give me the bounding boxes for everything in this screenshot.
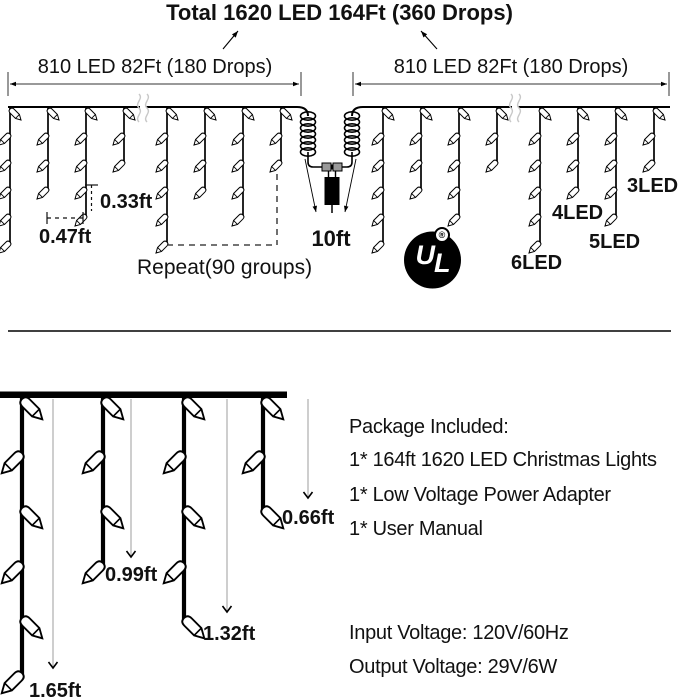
led-bulb-icon — [407, 185, 424, 202]
drop-type-label-4led: 4LED — [552, 202, 604, 224]
led-bulb-icon — [34, 185, 51, 202]
ul-letter-l: L — [434, 248, 450, 278]
led-bulb-icon — [602, 212, 619, 229]
led-bulb-icon — [78, 558, 108, 588]
led-bulb-icon — [191, 185, 208, 202]
lead-wire-length-label: 10ft — [311, 226, 351, 251]
led-bulb-icon — [110, 158, 127, 175]
led-bulb-icon — [229, 212, 246, 229]
led-bulb-icon — [445, 212, 462, 229]
drop-length-label-4: 0.66ft — [282, 507, 335, 529]
output-voltage-spec: Output Voltage: 29V/6W — [349, 656, 557, 678]
drop-type-label-6led: 6LED — [511, 252, 563, 274]
input-voltage-spec: Input Voltage: 120V/60Hz — [349, 622, 569, 644]
page-title: Total 1620 LED 164Ft (360 Drops) — [166, 0, 513, 25]
drop-measure-arrows — [47, 399, 314, 670]
led-bulb-icon — [483, 158, 500, 175]
diagram-artwork — [0, 30, 671, 698]
registered-trademark-icon: ® — [434, 227, 450, 243]
section-dimension-lines — [7, 72, 670, 96]
title-pointer-arrows — [222, 30, 438, 50]
led-spacing-label: 0.33ft — [100, 191, 153, 213]
drop-length-label-2: 0.99ft — [105, 564, 158, 586]
repeat-group-outline — [167, 174, 278, 246]
drop-length-label-3: 1.32ft — [203, 623, 256, 645]
drop-type-label-3led: 3LED — [627, 175, 679, 197]
spacing-dimensions — [46, 184, 98, 224]
left-light-string — [0, 93, 309, 256]
left-section-dimension-label: 810 LED 82Ft (180 Drops) — [37, 56, 273, 78]
drop-spacing-label: 0.47ft — [39, 226, 92, 248]
drop-length-label-1: 1.65ft — [29, 680, 82, 700]
package-item-lights: 1* 164ft 1620 LED Christmas Lights — [349, 449, 657, 471]
led-bulb-icon — [267, 158, 284, 175]
package-included-heading: Package Included: — [349, 416, 509, 438]
ul-certification-text: UL — [404, 240, 461, 278]
ul-letter-u: U — [415, 240, 435, 270]
repeat-label: Repeat(90 groups) — [137, 256, 313, 279]
power-lead — [299, 111, 361, 213]
led-bulb-icon — [640, 158, 657, 175]
closeup-light-string — [0, 391, 288, 698]
led-bulb-icon — [564, 185, 581, 202]
right-light-string — [351, 93, 670, 256]
led-bulb-icon — [369, 239, 386, 256]
led-bulb-icon — [0, 239, 13, 256]
package-item-manual: 1* User Manual — [349, 518, 483, 540]
ul-logo — [404, 231, 461, 289]
led-bulb-icon — [0, 668, 27, 698]
drop-type-label-5led: 5LED — [589, 231, 641, 253]
package-item-adapter: 1* Low Voltage Power Adapter — [349, 484, 611, 506]
right-section-dimension-label: 810 LED 82Ft (180 Drops) — [393, 56, 629, 78]
